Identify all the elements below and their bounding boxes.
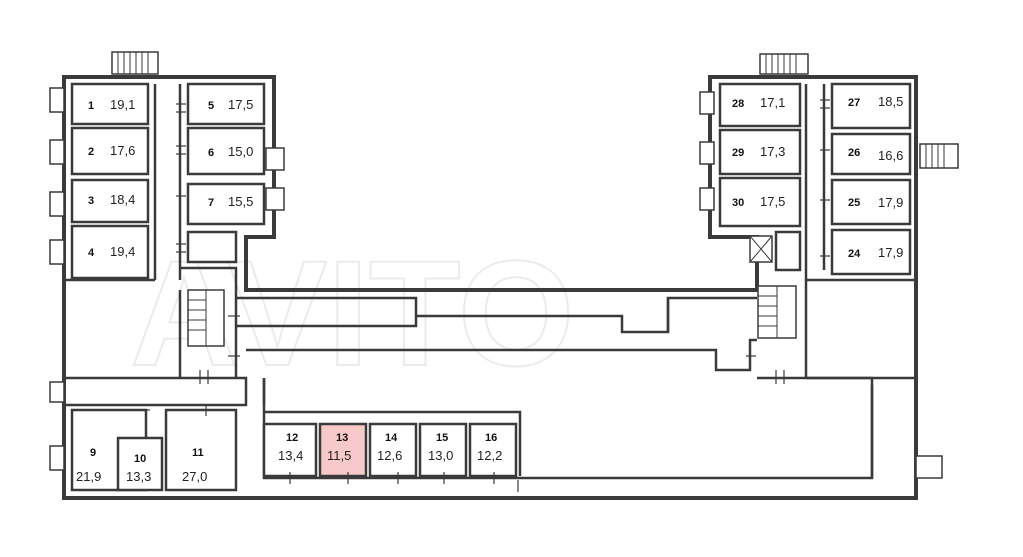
room-24[interactable] (830, 228, 912, 276)
room-14-area: 12,6 (377, 448, 402, 463)
room-6[interactable] (186, 126, 266, 176)
room-3-area: 18,4 (110, 192, 135, 207)
room-6-area: 15,0 (228, 144, 253, 159)
room-2-area: 17,6 (110, 143, 135, 158)
room-7-number: 7 (208, 197, 214, 209)
room-9-area: 21,9 (76, 469, 101, 484)
room-2-number: 2 (88, 146, 94, 158)
room-14-number: 14 (385, 432, 398, 444)
room-13-number: 13 (336, 432, 348, 444)
room-25[interactable] (830, 178, 912, 226)
room-24-area: 17,9 (878, 245, 903, 260)
room-26-number: 26 (848, 147, 860, 159)
room-12-number: 12 (286, 432, 298, 444)
room-16-number: 16 (485, 432, 497, 444)
room-27-area: 18,5 (878, 94, 903, 109)
left-wing-walls (64, 84, 757, 405)
room-16[interactable] (468, 422, 518, 478)
middle-rooms-top-wall (264, 410, 522, 476)
room-10-area: 13,3 (126, 469, 151, 484)
room-1[interactable] (70, 82, 150, 126)
room-28-area: 17,1 (760, 95, 785, 110)
room-24-number: 24 (848, 248, 861, 260)
room-9-number: 9 (90, 447, 96, 459)
elevator-icon (749, 235, 773, 263)
room-15[interactable] (418, 422, 468, 478)
room-29[interactable] (718, 128, 802, 176)
room-12-area: 13,4 (278, 448, 303, 463)
room-14[interactable] (368, 422, 418, 478)
room-4-area: 19,4 (110, 244, 135, 259)
room-10[interactable] (116, 436, 164, 492)
room-labels: 1 19,1 2 17,6 3 18,4 4 19,4 5 17,5 6 15,… (76, 94, 903, 484)
stair-top-right-icon (759, 53, 809, 75)
room-2[interactable] (70, 126, 150, 176)
room-30-number: 30 (732, 197, 744, 209)
room-3[interactable] (70, 178, 150, 224)
room-27[interactable] (830, 82, 912, 130)
room-30[interactable] (718, 176, 802, 228)
room-29-area: 17,3 (760, 144, 785, 159)
room-26-area: 16,6 (878, 148, 903, 163)
room-3-number: 3 (88, 195, 94, 207)
room-26[interactable] (830, 132, 912, 176)
room-16-area: 12,2 (477, 448, 502, 463)
room-28-number: 28 (732, 98, 744, 110)
room-6-number: 6 (208, 147, 214, 159)
room-30-area: 17,5 (760, 194, 785, 209)
door-ticks (138, 99, 830, 492)
stair-right-side-icon (919, 143, 959, 169)
room-1-number: 1 (88, 100, 94, 112)
room-11-number: 11 (192, 447, 204, 459)
room-11[interactable] (164, 408, 238, 492)
stair-top-left-icon (111, 51, 159, 75)
right-wing-walls (774, 84, 916, 478)
stair-inner-right-icon (757, 285, 797, 339)
windows (49, 87, 943, 479)
room-7[interactable] (186, 182, 266, 226)
room-4-number: 4 (88, 247, 95, 259)
room-29-number: 29 (732, 147, 744, 159)
room-25-area: 17,9 (878, 195, 903, 210)
room-25-number: 25 (848, 197, 860, 209)
room-1-area: 19,1 (110, 97, 135, 112)
room-5[interactable] (186, 82, 266, 126)
room-5-area: 17,5 (228, 97, 253, 112)
room-28[interactable] (718, 82, 802, 128)
room-11-area: 27,0 (182, 469, 207, 484)
room-10-number: 10 (134, 453, 146, 465)
room-7-area: 15,5 (228, 194, 253, 209)
room-5-number: 5 (208, 100, 214, 112)
room-15-area: 13,0 (428, 448, 453, 463)
room-13-area: 11,5 (327, 448, 351, 463)
room-12[interactable] (262, 422, 318, 478)
room-15-number: 15 (436, 432, 448, 444)
room-27-number: 27 (848, 97, 860, 109)
room-4[interactable] (70, 224, 150, 280)
room-13[interactable] (318, 422, 368, 478)
stair-inner-left-icon (187, 289, 225, 347)
